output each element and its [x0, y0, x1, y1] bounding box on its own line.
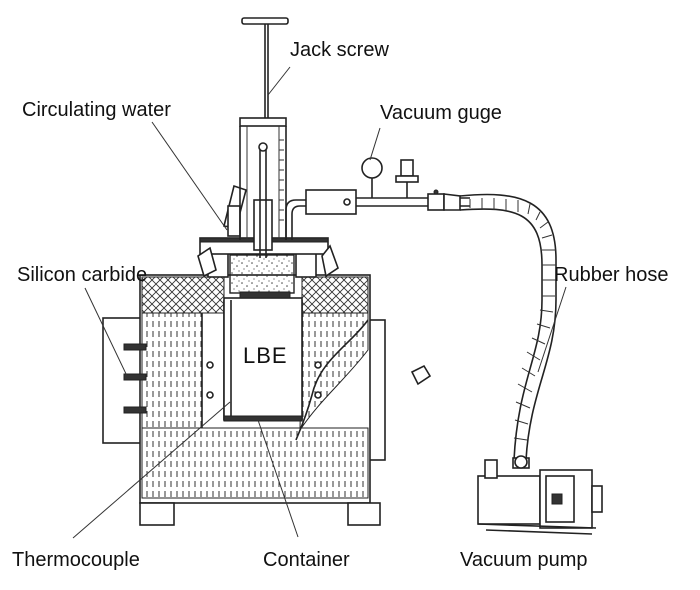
vacuum-gauge-dial: [361, 157, 383, 179]
rubber-hose: [459, 193, 557, 461]
label-vacuum-pump: Vacuum pump: [460, 549, 587, 571]
label-lbe: LBE: [243, 343, 288, 368]
label-jack-screw: Jack screw: [290, 39, 389, 61]
container: [223, 297, 303, 422]
vacuum-pump: [477, 455, 603, 535]
label-silicon-carbide: Silicon carbide: [17, 264, 147, 286]
vacuum-line: [285, 157, 470, 240]
scale-ticks: [279, 139, 284, 221]
label-thermocouple: Thermocouple: [12, 549, 140, 571]
label-circulating-water: Circulating water: [22, 99, 171, 121]
label-container: Container: [263, 549, 350, 571]
label-rubber-hose: Rubber hose: [554, 264, 669, 286]
jack-screw: [239, 17, 289, 258]
leader-lines: [72, 66, 567, 539]
label-vacuum-gauge: Vacuum guge: [380, 102, 502, 124]
